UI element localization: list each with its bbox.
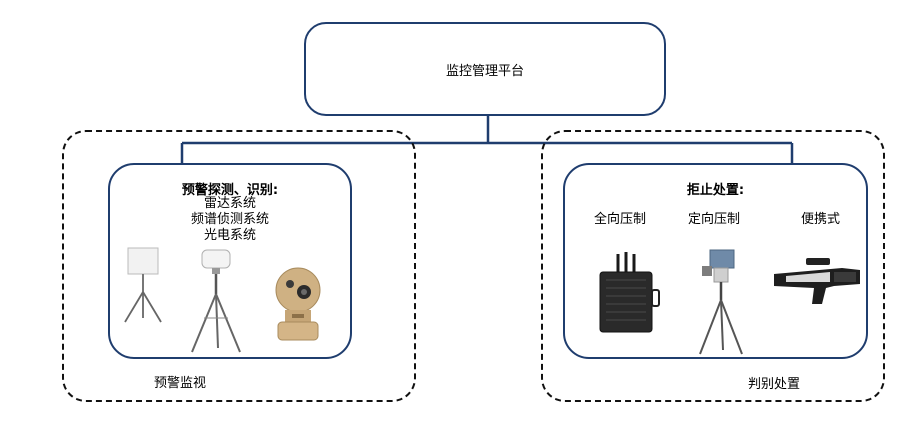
directional-jammer-on-tripod-image <box>699 249 743 355</box>
warning-monitor-caption: 预警监视 <box>154 376 207 391</box>
warning-monitor-group <box>62 130 416 402</box>
column-label-omnidirectional: 全向压制 <box>594 212 647 227</box>
column-label-directional: 定向压制 <box>688 212 741 227</box>
radar-on-tripod-image <box>124 247 162 323</box>
detection-item-optical: 光电系统 <box>203 228 256 243</box>
column-label-portable: 便携式 <box>801 212 841 227</box>
electro-optical-camera-image <box>275 267 321 341</box>
platform-box: 监控管理平台 <box>304 22 666 116</box>
identify-dispose-group <box>541 130 885 402</box>
disposal-title: 拒止处置: <box>686 183 745 198</box>
identify-dispose-caption: 判别处置 <box>748 377 801 392</box>
portable-jammer-gun-image <box>774 258 860 304</box>
detection-item-spectrum: 频谱侦测系统 <box>190 212 269 227</box>
platform-label: 监控管理平台 <box>445 63 524 79</box>
detection-item-radar: 雷达系统 <box>203 196 256 211</box>
detection-title: 预警探测、识别: <box>181 183 279 198</box>
omnidirectional-jammer-image <box>599 252 660 333</box>
spectrum-detector-on-tripod-image <box>191 249 241 353</box>
